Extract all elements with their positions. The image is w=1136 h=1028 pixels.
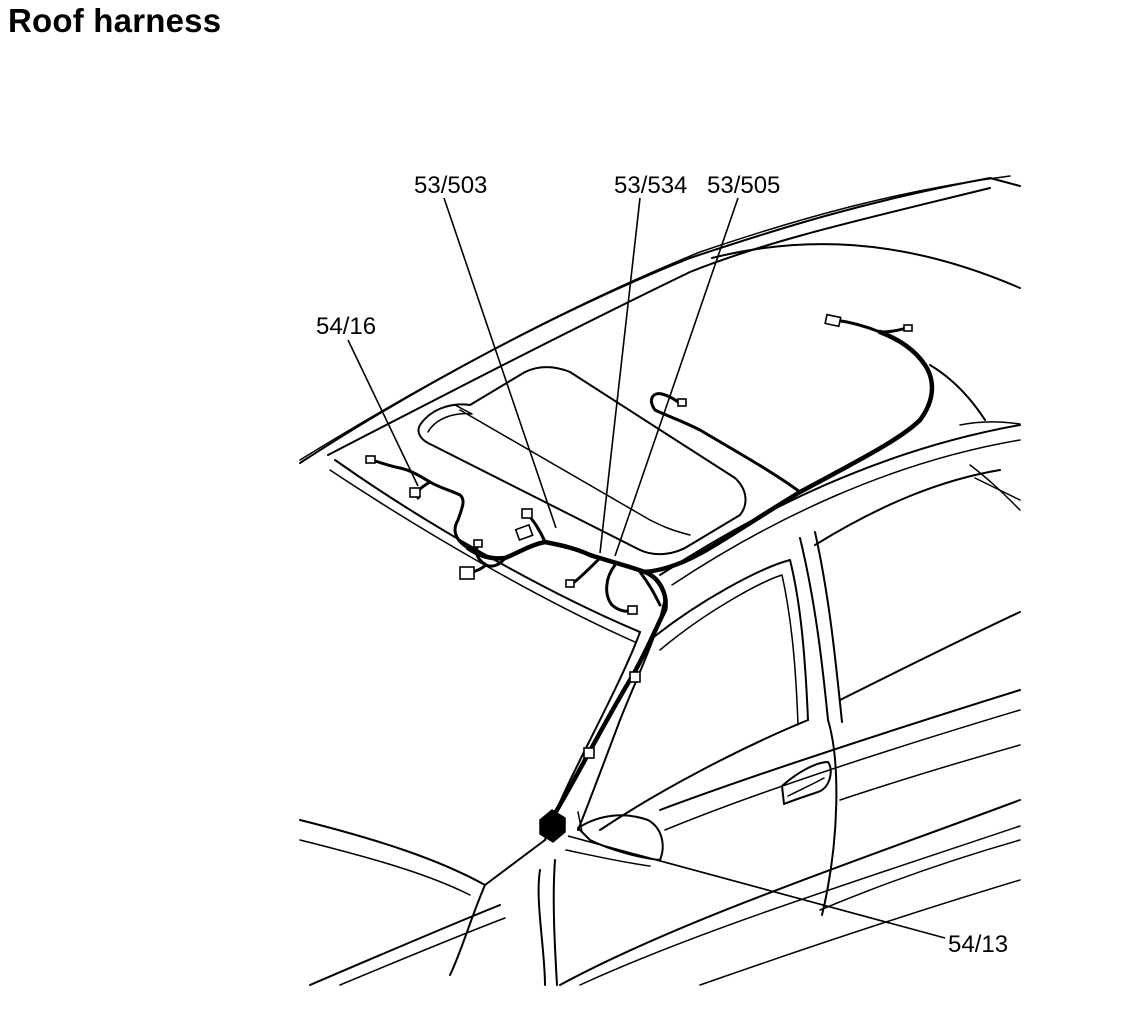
callout-54-16: 54/16: [316, 313, 376, 340]
harness-connectors: [365, 313, 913, 843]
callout-53-534: 53/534: [614, 172, 687, 199]
sunroof: [417, 366, 747, 556]
leader-lines: [347, 197, 946, 939]
roof-harness: [370, 318, 935, 828]
callout-54-13: 54/13: [948, 931, 1008, 958]
page-title: Roof harness: [8, 2, 222, 39]
car-body-outline: [299, 175, 1021, 986]
callout-53-503: 53/503: [414, 172, 487, 199]
callout-53-505: 53/505: [707, 172, 780, 199]
control-unit-54-13: [539, 809, 566, 843]
